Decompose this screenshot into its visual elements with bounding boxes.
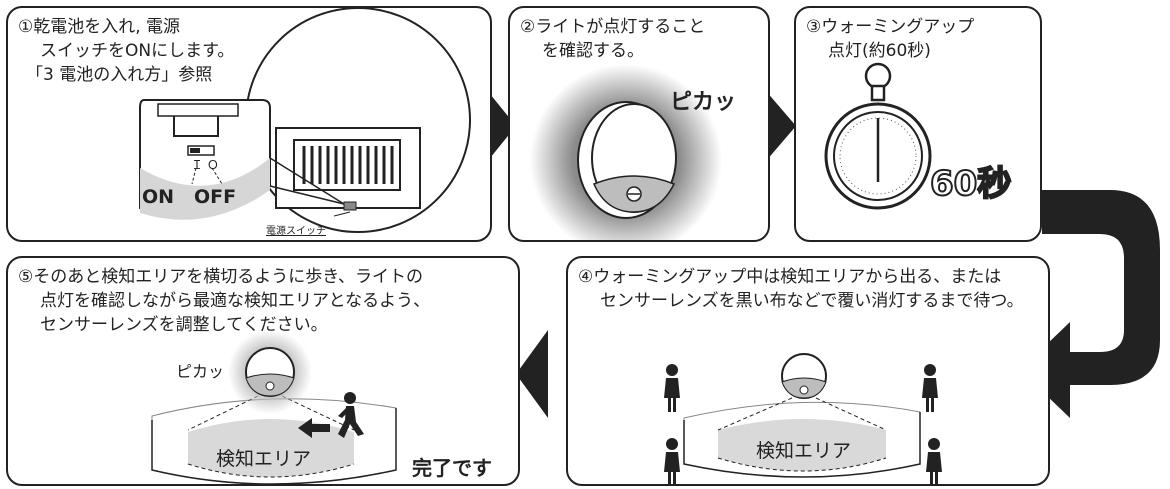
step1-illustration: [139, 8, 471, 233]
step5-panel: ⑤そのあと検知エリアを横切るように歩き、ライトの 点灯を確認しながら最適な検知エ…: [6, 256, 520, 486]
arrow-step4-to-step5: [516, 330, 548, 418]
step2-flash-label: ピカッ: [670, 90, 737, 115]
sensor-light-icon: [781, 353, 827, 399]
done-label: 完了です: [412, 456, 492, 480]
step2-illustration: [530, 64, 722, 240]
switch-marks: Ｉ Ｏ: [191, 158, 219, 172]
standing-person-icon: [664, 438, 680, 484]
step3-line2: 点灯(約60秒): [828, 41, 931, 61]
move-arrow-icon: [298, 418, 330, 438]
battery-stripes-icon: [302, 146, 394, 184]
stopwatch-icon: [824, 62, 932, 210]
arrow-step3-to-step4: [1020, 190, 1160, 418]
step2-line1: ②ライトが点灯すること: [520, 17, 706, 37]
switch-off-label: OFF: [194, 186, 237, 208]
step5-line1: ⑤そのあと検知エリアを横切るように歩き、ライトの: [18, 267, 424, 287]
step3-timer-label: 60秒: [929, 163, 1012, 205]
step4-line1: ④ウォーミングアップ中は検知エリアから出る、または: [578, 267, 1002, 287]
standing-person-icon: [926, 438, 942, 484]
step5-flash-label: ピカッ: [176, 362, 225, 381]
walking-person-icon: [338, 392, 364, 438]
step5-area-label: 検知エリア: [216, 448, 312, 470]
sensor-light-icon: [245, 347, 295, 397]
switch-on-label: ON: [142, 186, 175, 208]
step4-illustration: [664, 353, 942, 484]
standing-person-icon: [664, 364, 680, 412]
step5-illustration: [151, 330, 397, 484]
step1-line2: スイッチをONにします。: [40, 41, 235, 61]
sensor-light-icon: [577, 101, 677, 219]
step1-panel: ①乾電池を入れ, 電源 スイッチをONにします。 「3 電池の入れ方」参照 Ｉ …: [6, 6, 492, 242]
step4-line2: センサーレンズを黒い布などで覆い消灯するまで待つ。: [600, 291, 1024, 311]
step3-panel: ③ウォーミングアップ 点灯(約60秒) 60秒: [794, 6, 1042, 242]
step4-panel: ④ウォーミングアップ中は検知エリアから出る、または センサーレンズを黒い布などで…: [566, 256, 1050, 486]
step2-line2: を確認する。: [542, 41, 644, 61]
step5-line2: 点灯を確認しながら最適な検知エリアとなるよう、: [40, 291, 431, 311]
power-switch-caption: 電源スイッチ: [266, 226, 326, 237]
step5-line3: センサーレンズを調整してください。: [40, 315, 328, 335]
step1-line3: 「3 電池の入れ方」参照: [26, 65, 213, 85]
step1-line1: ①乾電池を入れ, 電源: [18, 17, 181, 37]
step2-panel: ②ライトが点灯すること を確認する。 ピカッ: [508, 6, 770, 242]
step4-area-label: 検知エリア: [756, 440, 852, 462]
standing-person-icon: [922, 364, 938, 412]
step3-line1: ③ウォーミングアップ: [806, 17, 975, 37]
